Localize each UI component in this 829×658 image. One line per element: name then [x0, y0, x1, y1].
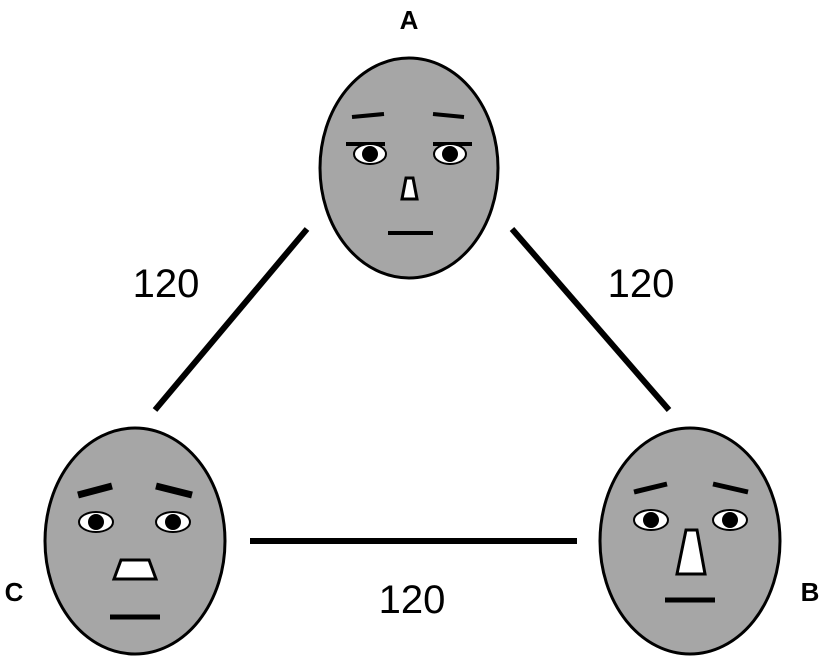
face-c-right-eye	[155, 511, 191, 533]
face-b-nose	[675, 528, 707, 576]
edge-label-c-b: 120	[379, 578, 446, 622]
face-label-b: B	[801, 577, 820, 607]
face-label-c: C	[5, 577, 24, 607]
face-c-left-eye	[78, 511, 114, 533]
face-b	[598, 426, 782, 656]
face-c-head	[43, 426, 227, 656]
face-b-right-eyebrow	[712, 481, 749, 495]
face-a-right-eye	[433, 142, 472, 165]
face-a	[318, 56, 500, 280]
face-b-left-eyebrow	[633, 481, 668, 495]
face-c-left-eyebrow	[77, 482, 113, 499]
face-label-a: A	[400, 5, 419, 35]
edge-label-a-b: 120	[608, 262, 675, 306]
edge-label-a-c: 120	[133, 262, 200, 306]
edge-a-c	[152, 227, 310, 412]
face-a-head	[318, 56, 500, 280]
face-c-nose	[111, 558, 159, 581]
face-b-left-eye	[633, 509, 669, 531]
face-c	[43, 426, 227, 656]
face-a-right-eyebrow	[432, 112, 465, 119]
edge-a-b	[509, 227, 672, 412]
face-a-left-eye	[346, 142, 387, 165]
face-a-left-eyebrow	[351, 112, 385, 119]
face-b-right-eye	[712, 509, 748, 531]
face-a-nose	[400, 176, 419, 201]
face-c-right-eyebrow	[155, 482, 193, 499]
